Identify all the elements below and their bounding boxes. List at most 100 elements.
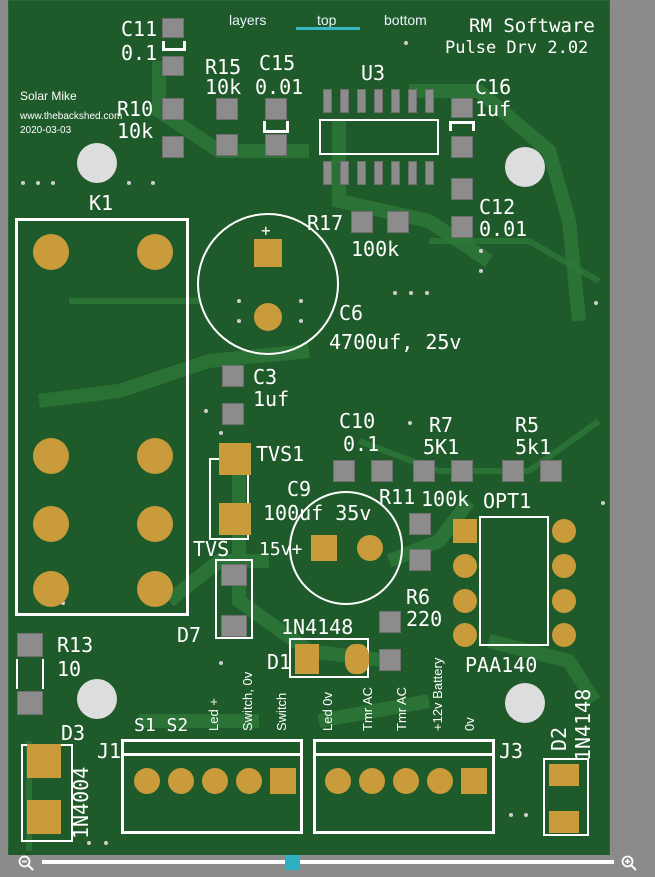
via	[409, 291, 413, 295]
r7-pad-right	[451, 460, 473, 482]
j1-pin	[202, 768, 228, 794]
r15-val: 10k	[205, 75, 242, 99]
mount-hole-bottom-left	[77, 679, 117, 719]
r15-ref: R15	[205, 55, 242, 79]
via	[479, 249, 483, 253]
j3-label-led-0v: Led 0v	[320, 691, 335, 731]
via	[151, 181, 155, 185]
r7-pad-left	[413, 460, 435, 482]
u3-pin	[323, 161, 332, 185]
via	[87, 841, 91, 845]
j3-divider	[313, 753, 495, 756]
r13-pad-top	[17, 633, 43, 657]
c15-ref: C15	[259, 51, 296, 75]
d3-val: 1N4004	[69, 766, 93, 839]
d1-val: 1N4148	[281, 615, 354, 639]
u3-pin	[425, 161, 434, 185]
j1-label-led-plus: Led +	[206, 698, 221, 731]
j1-pin	[236, 768, 262, 794]
active-tab-indicator	[296, 27, 360, 30]
r10-ref: R10	[117, 97, 154, 121]
c11-ref: C11	[121, 17, 158, 41]
zoom-slider-track[interactable]	[42, 860, 614, 864]
c3-pad-bottom	[222, 403, 244, 425]
via	[36, 181, 40, 185]
c12-val: 0.01	[479, 217, 528, 241]
u3-pin	[357, 89, 366, 113]
j3-label-tmr-ac-1: Tmr AC	[360, 686, 375, 731]
j3-pin	[427, 768, 453, 794]
r17-pad-left	[351, 211, 373, 233]
via	[127, 181, 131, 185]
tvs-ref: TVS	[193, 537, 230, 561]
j3-pin	[461, 768, 487, 794]
tab-bottom[interactable]: bottom	[384, 12, 427, 28]
via	[61, 601, 65, 605]
opt1-pin	[552, 623, 576, 647]
d7-outline	[215, 559, 253, 639]
r5-val: 5k1	[515, 435, 552, 459]
j1-pin	[270, 768, 296, 794]
d7-ref: D7	[177, 623, 202, 647]
c10-ref: C10	[339, 409, 376, 433]
tvs1-pin	[219, 443, 251, 475]
via	[509, 813, 513, 817]
opt1-pin	[453, 519, 477, 543]
k1-pin	[33, 571, 69, 607]
k1-pin	[137, 234, 173, 270]
c10-val: 0.1	[343, 432, 380, 456]
zoom-in-icon[interactable]	[621, 855, 637, 871]
k1-pin	[33, 506, 69, 542]
opt1-pin	[552, 519, 576, 543]
mount-hole-top-right	[505, 147, 545, 187]
r15-pad-bottom	[216, 134, 238, 156]
j3-pin	[325, 768, 351, 794]
u3-pin	[357, 161, 366, 185]
c11-pad-top	[162, 18, 184, 38]
j3-label-0v: 0v	[462, 717, 477, 731]
zoom-slider-thumb[interactable]	[285, 855, 300, 870]
u3-pin	[374, 161, 383, 185]
k1-pin	[33, 438, 69, 474]
d2-val: 1N4148	[571, 688, 595, 761]
tab-layers[interactable]: layers	[229, 12, 267, 28]
via	[479, 269, 483, 273]
c9-val: 100uf 35v	[263, 501, 372, 525]
via	[594, 301, 598, 305]
d2-outline	[543, 758, 589, 836]
c6-val: 4700uf, 25v	[329, 330, 462, 354]
j1-pin	[168, 768, 194, 794]
opt1-pin	[552, 554, 576, 578]
d1-pin	[345, 644, 369, 674]
tab-top[interactable]: top	[317, 12, 337, 28]
c15-pad-bottom	[265, 134, 287, 156]
c12-pad-bottom	[451, 216, 473, 238]
tvs1-ref: TVS1	[256, 442, 305, 466]
r10-pad-top	[162, 98, 184, 120]
opt1-outline	[479, 516, 549, 646]
c11-outline	[162, 41, 186, 51]
u3-pin	[408, 89, 417, 113]
c3-ref: C3	[253, 365, 278, 389]
opt1-part: PAA140	[465, 653, 538, 677]
u3-pin	[340, 89, 349, 113]
r17-ref: R17	[307, 211, 344, 235]
u3-pin	[408, 161, 417, 185]
zoom-out-icon[interactable]	[18, 855, 34, 871]
r5-pad-right	[540, 460, 562, 482]
pcb-board: RM Software Pulse Drv 2.02 Solar Mike ww…	[8, 0, 610, 857]
r6-val: 220	[406, 607, 443, 631]
d2-pin	[549, 811, 579, 833]
u3-pin	[425, 89, 434, 113]
u3-ref: U3	[361, 61, 386, 85]
u3-body-outline	[319, 119, 439, 155]
r11-pad-bottom	[409, 549, 431, 571]
c16-pad-top	[451, 98, 473, 118]
board-title-line1: RM Software	[469, 15, 595, 37]
r10-val: 10k	[117, 119, 154, 143]
c3-pad-top	[222, 365, 244, 387]
c6-pin-minus	[254, 303, 282, 331]
r6-pad-bottom	[379, 649, 401, 671]
board-date: 2020-03-03	[20, 125, 72, 136]
j3-ref: J3	[499, 739, 524, 763]
